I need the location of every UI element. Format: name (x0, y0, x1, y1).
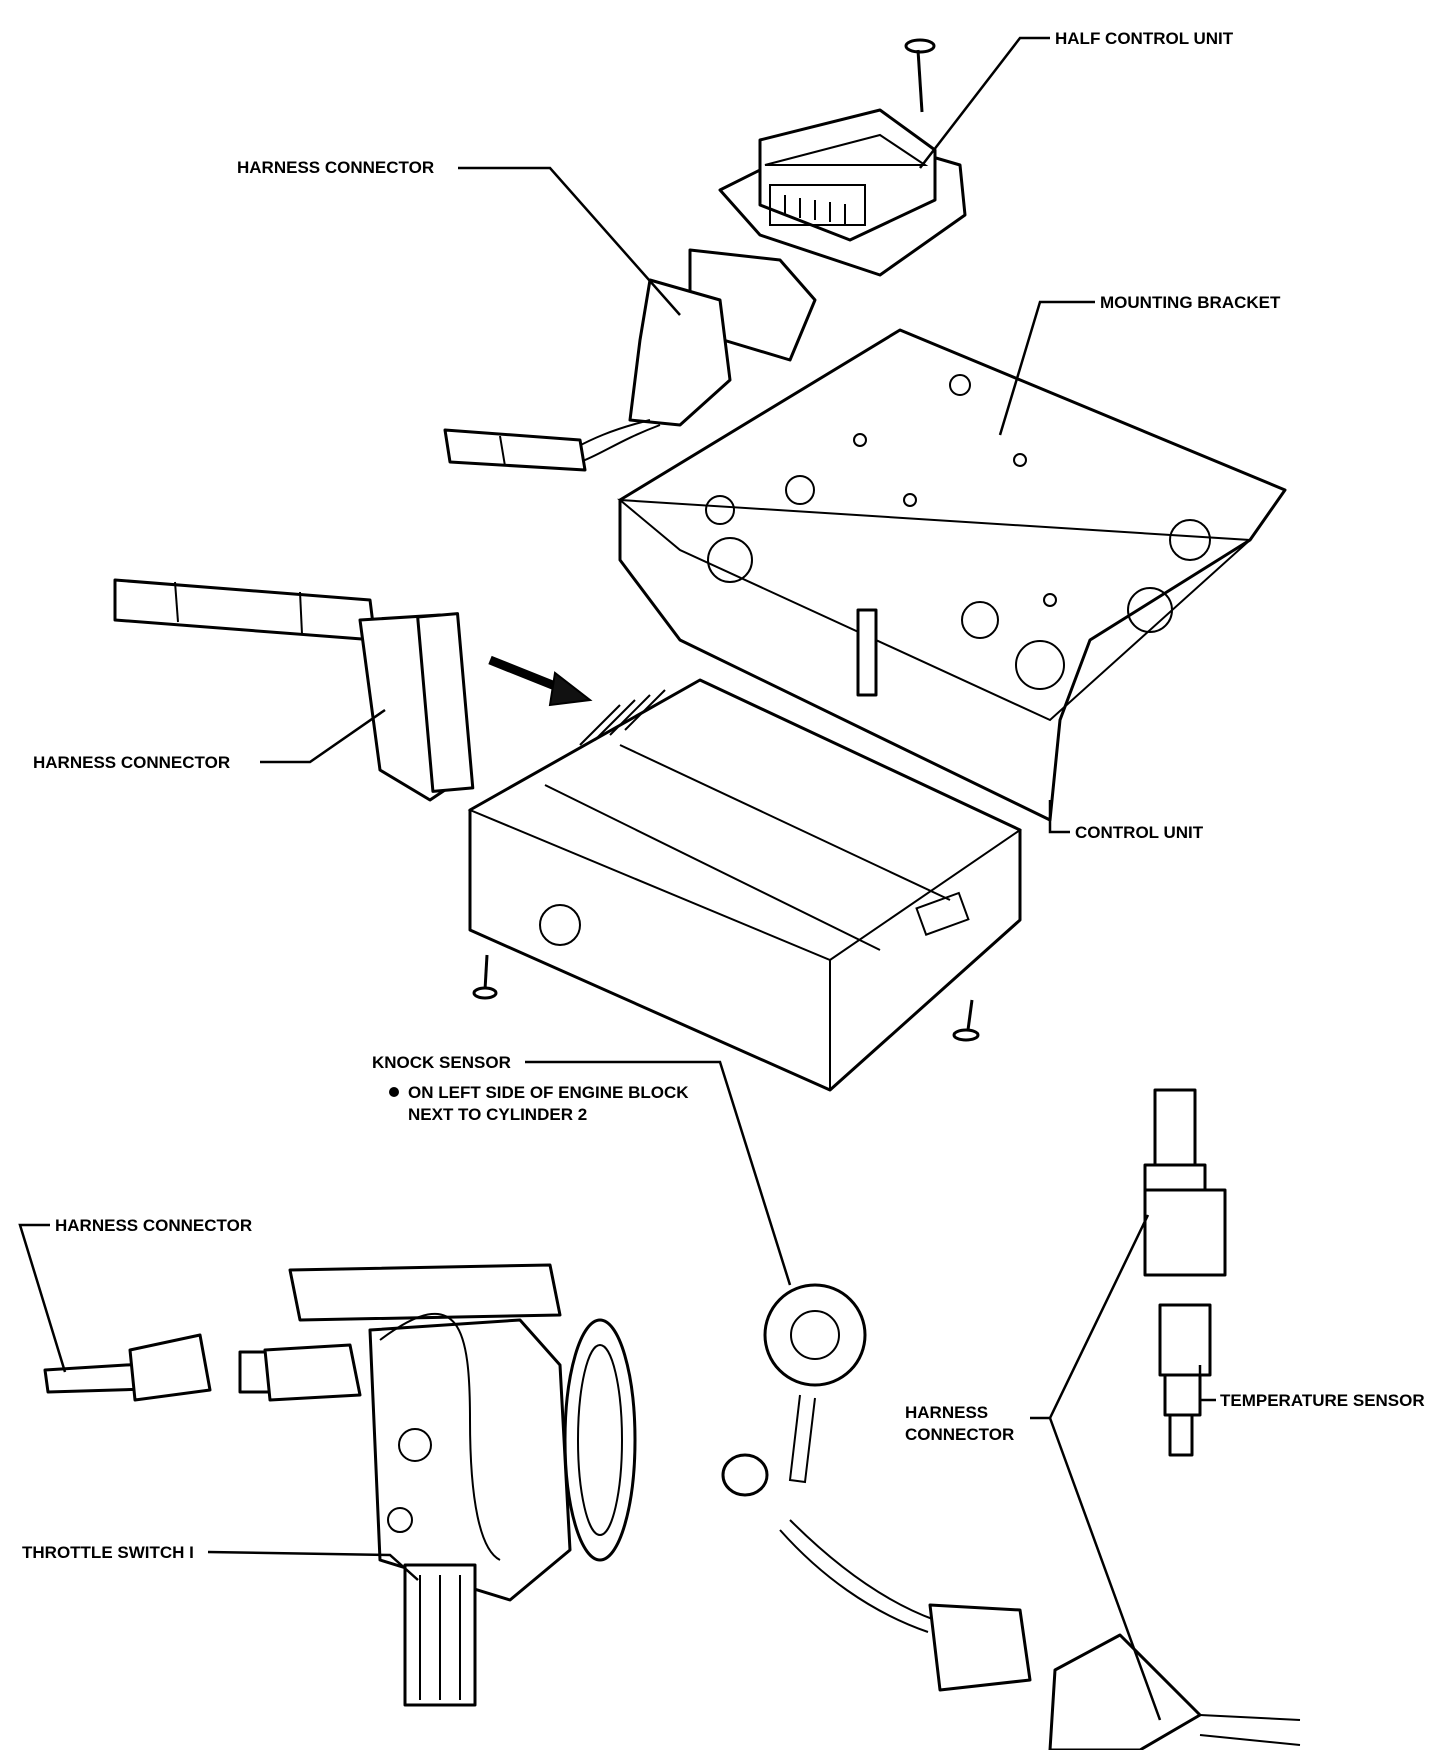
label-temperature-sensor: TEMPERATURE SENSOR (1220, 1391, 1425, 1410)
cooling-fins (579, 689, 666, 746)
leader-control-unit (1048, 800, 1070, 834)
label-half-control-unit: HALF CONTROL UNIT (1055, 29, 1234, 48)
throttle-switch-part (403, 1563, 477, 1707)
leader-harness-connector-top (458, 166, 681, 316)
mounting-bracket (617, 328, 1287, 822)
label-throttle-switch: THROTTLE SWITCH I (22, 1543, 194, 1562)
harness-connector-top-part (443, 248, 817, 472)
label-knock-sensor: KNOCK SENSOR (372, 1053, 511, 1072)
label-knock-note-2: NEXT TO CYLINDER 2 (408, 1105, 587, 1124)
label-harness-connector-mid: HARNESS CONNECTOR (33, 753, 230, 772)
leader-harness-connector-left (18, 1223, 67, 1373)
install-direction-arrow (488, 655, 593, 707)
label-harness-connector-left: HARNESS CONNECTOR (55, 1216, 252, 1235)
leader-harness-connector-right-up (1030, 1214, 1150, 1420)
leader-knock-sensor (525, 1060, 792, 1286)
knock-sensor-part (721, 1283, 1032, 1692)
throttle-body (238, 1263, 637, 1602)
label-knock-note-1: ON LEFT SIDE OF ENGINE BLOCK (408, 1083, 689, 1102)
label-harness-connector-right-1: HARNESS (905, 1403, 988, 1422)
control-unit-part (467, 678, 1023, 1092)
screw-top (904, 38, 936, 113)
screw-control-unit-left (472, 954, 498, 1000)
harness-connector-left-part (43, 1333, 212, 1402)
bullet-dot (389, 1087, 399, 1097)
leader-throttle-switch (207, 1550, 419, 1581)
harness-connector-mid-part (113, 578, 475, 802)
harness-connector-bottom-right-part (1048, 1633, 1301, 1750)
temperature-sensor-part (1143, 1088, 1227, 1457)
label-control-unit: CONTROL UNIT (1075, 823, 1204, 842)
screw-control-unit-right (952, 999, 980, 1042)
leader-harness-connector-mid (260, 708, 386, 764)
half-control-unit (718, 108, 967, 277)
label-mounting-bracket: MOUNTING BRACKET (1100, 293, 1281, 312)
label-harness-connector-right-2: CONNECTOR (905, 1425, 1014, 1444)
connector-pins (784, 195, 846, 224)
leader-temperature-sensor (1198, 1365, 1216, 1402)
leader-mounting-bracket (998, 300, 1095, 436)
leader-harness-connector-right-down (1048, 1417, 1162, 1721)
leader-half-control-unit (919, 36, 1050, 169)
bracket-bolt (856, 608, 878, 697)
label-harness-connector-top: HARNESS CONNECTOR (237, 158, 434, 177)
